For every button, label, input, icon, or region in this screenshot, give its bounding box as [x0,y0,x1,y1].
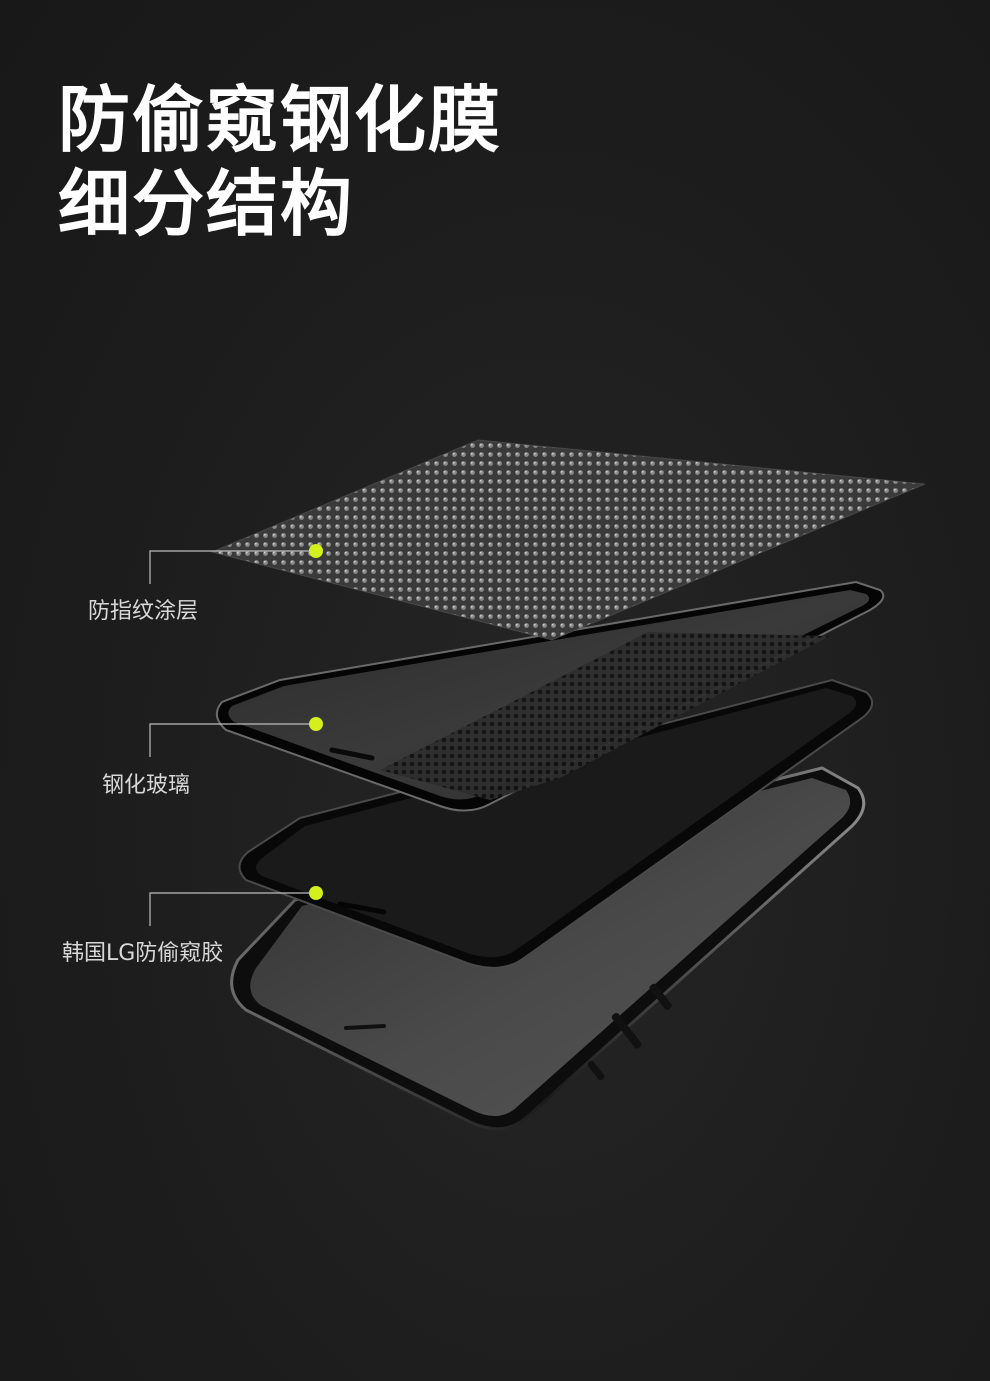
anti-fingerprint-coating-layer [210,439,926,641]
title-line-1: 防偷窥钢化膜 [58,78,503,162]
label-privacy-adhesive: 韩国LG防偷窥胶 [62,941,224,966]
callout-dot-adhesive [309,886,323,900]
callout-dot-coating [309,544,323,558]
label-anti-fingerprint-coating: 防指纹涂层 [88,599,199,624]
callout-dots [309,544,323,900]
page-title: 防偷窥钢化膜 细分结构 [58,78,502,246]
privacy-adhesive-layer [238,678,873,969]
title-line-2: 细分结构 [58,162,355,246]
callout-lines [149,550,316,926]
callout-line-coating [149,550,316,584]
callout-line-adhesive [149,892,316,926]
callout-dot-glass [309,717,323,731]
tempered-glass-layer [215,580,885,812]
phone-body [230,766,866,1131]
callout-line-glass [149,723,316,757]
label-tempered-glass: 钢化玻璃 [102,773,191,798]
